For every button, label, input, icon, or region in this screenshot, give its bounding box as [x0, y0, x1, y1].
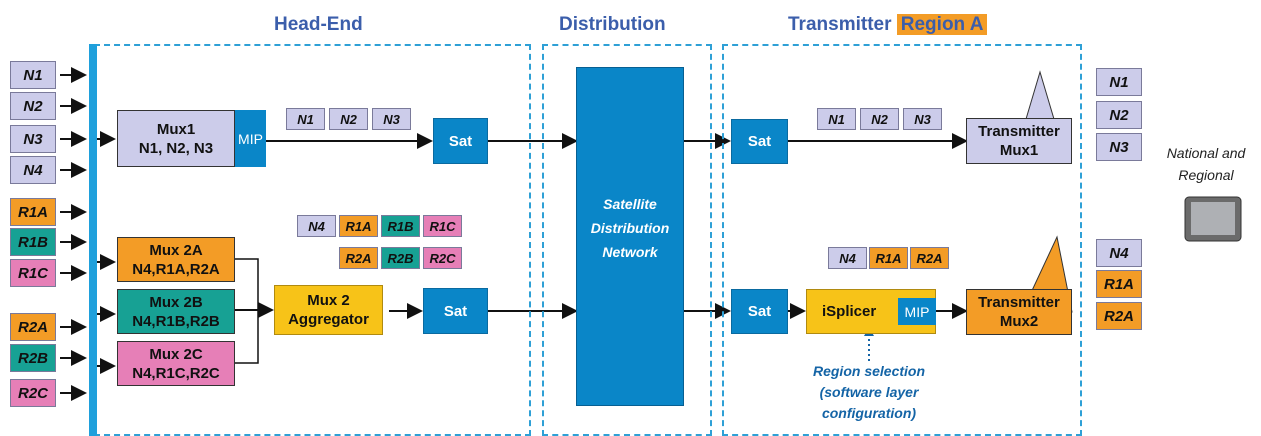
transmitter-mux2: Transmitter Mux2 [966, 289, 1072, 335]
network-label: Satellite Distribution Network [576, 192, 684, 264]
region-selection-line2: (software layer [819, 384, 919, 400]
output-r2a: R2A [1096, 302, 1142, 330]
tv-graphic [1184, 196, 1242, 242]
stream2-chip-r1c: R1C [423, 215, 462, 237]
stream2-chip-n4: N4 [297, 215, 336, 237]
input-r2a: R2A [10, 313, 56, 341]
headend-sat-2: Sat [423, 288, 488, 334]
mux2b-title: Mux 2B [149, 293, 203, 311]
mux2-aggregator: Mux 2 Aggregator [274, 285, 383, 335]
tx1-chip-n1: N1 [817, 108, 856, 130]
stream2-chip-r2c: R2C [423, 247, 462, 269]
output-n2: N2 [1096, 101, 1142, 129]
tx2-line2: Mux2 [999, 313, 1039, 330]
transmitter-title: Transmitter Region A [788, 14, 988, 36]
stream2-chip-r2b: R2B [381, 247, 420, 269]
tx1-line1: Transmitter [978, 123, 1060, 140]
distribution-title: Distribution [559, 14, 666, 35]
input-r1a: R1A [10, 198, 56, 226]
mux2c-title: Mux 2C [149, 345, 203, 363]
mux2b-channels: N4,R1B,R2B [132, 312, 220, 330]
input-n3: N3 [10, 125, 56, 153]
tx2-line1: Transmitter [978, 294, 1060, 311]
bus-arrows [97, 131, 116, 374]
isplicer-mip: MIP [898, 298, 936, 325]
aggregator-line2: Aggregator [288, 311, 369, 328]
input-arrows [60, 67, 87, 401]
mux1-mip: MIP [235, 110, 266, 167]
input-r2b: R2B [10, 344, 56, 372]
output-n1: N1 [1096, 68, 1142, 96]
input-bus [89, 44, 97, 436]
stream1-chip-n3: N3 [372, 108, 411, 130]
stream2-chip-r1b: R1B [381, 215, 420, 237]
mux1-title: Mux1 [156, 120, 196, 138]
stream-arrows [266, 133, 968, 319]
national-regional-label: National and Regional [1152, 142, 1260, 186]
satellite-distribution-network [576, 67, 684, 406]
headend-title: Head-End [274, 14, 363, 35]
network-line2: Distribution [590, 220, 670, 236]
mux2c-box: Mux 2C N4,R1C,R2C [117, 341, 235, 386]
tx2-chip-n4: N4 [828, 247, 867, 269]
mux2b-box: Mux 2B N4,R1B,R2B [117, 289, 235, 334]
network-line1: Satellite [603, 196, 657, 212]
region-a-badge: Region A [896, 14, 988, 35]
tx2-chip-r1a: R1A [869, 247, 908, 269]
input-n2: N2 [10, 92, 56, 120]
input-n4: N4 [10, 156, 56, 184]
transmitter-mux1: Transmitter Mux1 [966, 118, 1072, 164]
region-selection-line1: Region selection [812, 363, 926, 379]
stream1-chip-n1: N1 [286, 108, 325, 130]
aggregator-line1: Mux 2 [307, 292, 350, 309]
output-n4: N4 [1096, 239, 1142, 267]
tx2-chip-r2a: R2A [910, 247, 949, 269]
tx1-line2: Mux1 [999, 142, 1039, 159]
isplicer-label: iSplicer [822, 303, 877, 320]
input-r2c: R2C [10, 379, 56, 407]
mux2a-channels: N4,R1A,R2A [132, 260, 220, 278]
stream1-chip-n2: N2 [329, 108, 368, 130]
mux2c-channels: N4,R1C,R2C [132, 364, 220, 382]
output-r1a: R1A [1096, 270, 1142, 298]
input-r1c: R1C [10, 259, 56, 287]
mux1-box: Mux1 N1, N2, N3 [117, 110, 235, 167]
tx-sat-2: Sat [731, 289, 788, 334]
mux2-branches [235, 258, 259, 364]
national-regional-line1: National and [1166, 145, 1246, 161]
mux2a-box: Mux 2A N4,R1A,R2A [117, 237, 235, 282]
tx1-chip-n3: N3 [903, 108, 942, 130]
network-line3: Network [602, 244, 658, 260]
national-regional-line2: Regional [1178, 167, 1234, 183]
tx-sat-1: Sat [731, 119, 788, 164]
mux1-channels: N1, N2, N3 [138, 139, 214, 157]
input-n1: N1 [10, 61, 56, 89]
tx1-chip-n2: N2 [860, 108, 899, 130]
mux2a-title: Mux 2A [149, 241, 203, 259]
stream2-chip-r1a: R1A [339, 215, 378, 237]
region-selection-label: Region selection (software layer configu… [808, 361, 930, 424]
region-selection-line3: configuration) [821, 405, 917, 421]
input-r1b: R1B [10, 228, 56, 256]
transmitter-label: Transmitter [788, 14, 892, 35]
headend-sat-1: Sat [433, 118, 488, 164]
output-n3: N3 [1096, 133, 1142, 161]
stream2-chip-r2a: R2A [339, 247, 378, 269]
